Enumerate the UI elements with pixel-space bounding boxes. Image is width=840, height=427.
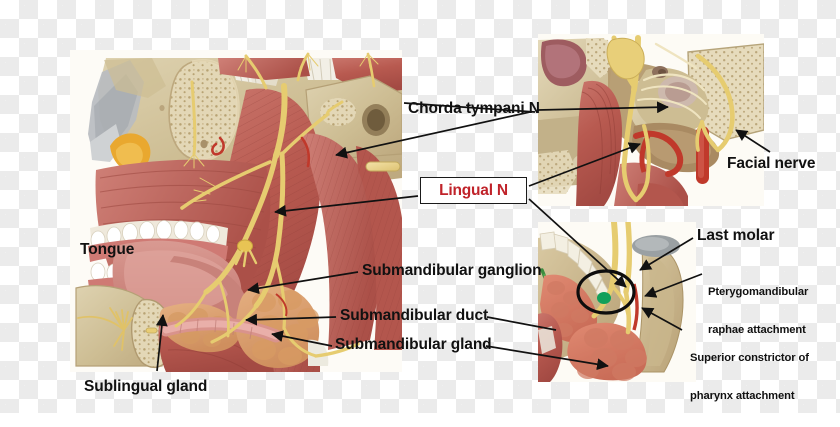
figure-canvas: Chorda tympani N Facial nerve Tongue Sub…	[0, 0, 840, 413]
label-pterygomandibular-raphae-line2: raphae attachment	[708, 323, 806, 336]
label-last-molar: Last molar	[697, 227, 775, 244]
label-facial-nerve: Facial nerve	[727, 155, 816, 172]
label-sublingual-gland: Sublingual gland	[84, 378, 208, 395]
label-tongue: Tongue	[80, 241, 135, 258]
label-chorda-tympani: Chorda tympani N	[408, 100, 540, 117]
label-pterygomandibular-raphae-line1: Pterygomandibular	[708, 286, 809, 299]
lingual-nerve-callout-label: Lingual N	[439, 181, 508, 199]
label-submandibular-duct: Submandibular duct	[340, 307, 489, 324]
label-pterygomandibular-raphae: Pterygomandibular raphae attachment	[708, 261, 808, 361]
label-superior-constrictor-line2: pharynx attachment	[690, 389, 795, 402]
lingual-nerve-callout-box: Lingual N	[420, 177, 527, 204]
label-submandibular-ganglion: Submandibular ganglion	[362, 262, 542, 279]
label-submandibular-gland: Submandibular gland	[335, 336, 492, 353]
label-superior-constrictor-line1: Superior constrictor of	[690, 352, 809, 365]
mandible-medial-illustration	[538, 222, 696, 382]
temporal-bone-panel	[538, 34, 764, 206]
mandible-medial-panel	[538, 222, 696, 382]
label-superior-constrictor: Superior constrictor of pharynx attachme…	[690, 327, 809, 427]
temporal-bone-illustration	[538, 34, 764, 206]
